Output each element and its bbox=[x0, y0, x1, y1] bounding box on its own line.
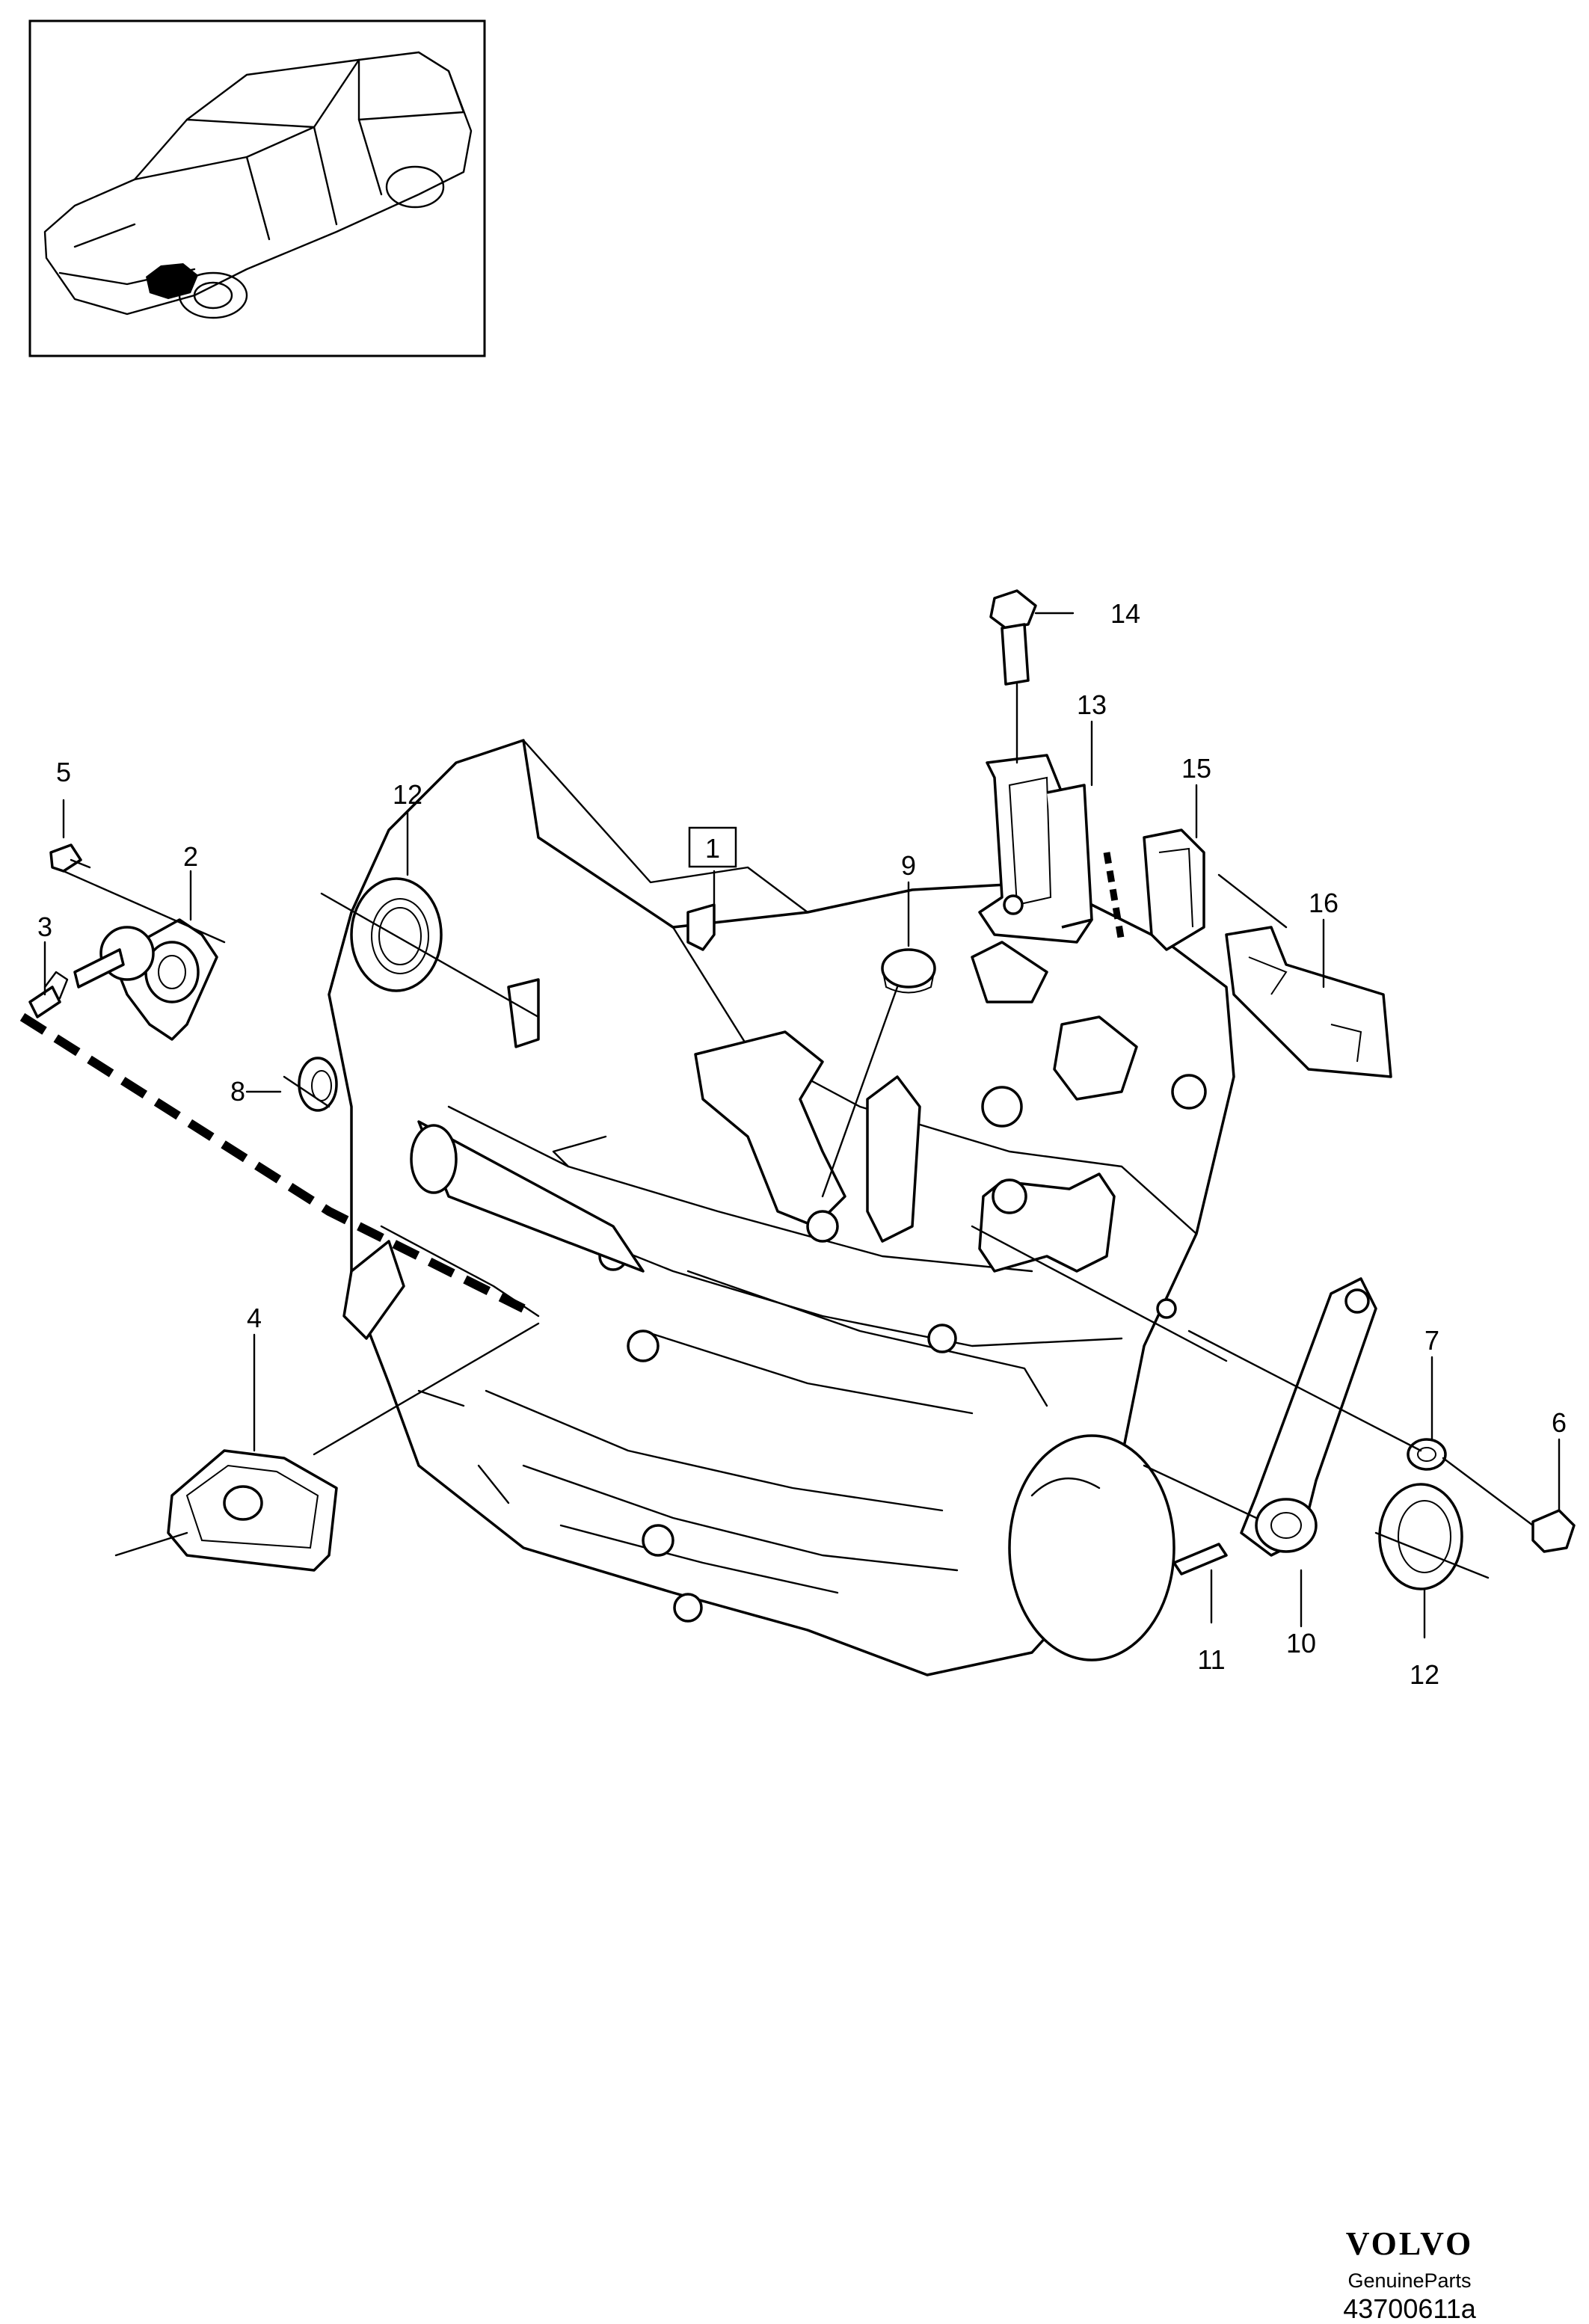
callout-6: 6 bbox=[1552, 1407, 1567, 1438]
callout-1-box bbox=[688, 826, 737, 868]
part-7-washer bbox=[1407, 1438, 1447, 1471]
gearbox-location-marker bbox=[146, 263, 198, 299]
callout-8: 8 bbox=[230, 1076, 245, 1107]
part-9-plug bbox=[881, 948, 936, 994]
part-13-bracket bbox=[978, 754, 1093, 944]
brand-tagline: GenuineParts bbox=[1347, 2269, 1472, 2292]
part-14-bolt bbox=[989, 589, 1037, 764]
part-6-plug bbox=[1531, 1509, 1576, 1553]
part-12-oil-seal-upper bbox=[350, 877, 443, 992]
callout-5: 5 bbox=[56, 757, 71, 787]
part-12-oil-seal-lower bbox=[1378, 1483, 1463, 1590]
volvo-logo: VOLVO bbox=[1345, 2225, 1474, 2262]
callout-2: 2 bbox=[183, 841, 198, 872]
part-11-pin bbox=[1172, 1543, 1228, 1576]
callout-4: 4 bbox=[247, 1303, 262, 1333]
car-outline-icon bbox=[43, 51, 473, 319]
callout-11: 11 bbox=[1197, 1644, 1225, 1675]
part-10-release-fork bbox=[1240, 1277, 1377, 1557]
hydraulic-line-dashed bbox=[19, 1012, 526, 1313]
callout-13: 13 bbox=[1077, 689, 1107, 720]
callout-12-lower: 12 bbox=[1410, 1659, 1439, 1690]
part-5-bolt bbox=[49, 843, 91, 873]
vehicle-overview-inset bbox=[28, 19, 486, 357]
part-15-clip bbox=[1103, 829, 1205, 951]
callout-10: 10 bbox=[1286, 1628, 1316, 1659]
leader-lines bbox=[43, 612, 1561, 1639]
transmission-housing bbox=[328, 739, 1235, 1676]
part-4-cover bbox=[167, 1449, 338, 1572]
callout-9: 9 bbox=[901, 850, 916, 881]
callout-15: 15 bbox=[1181, 753, 1211, 784]
callout-14: 14 bbox=[1110, 598, 1140, 629]
part-8-seal bbox=[298, 1057, 338, 1112]
part-2-release-bearing bbox=[73, 918, 218, 1041]
callout-7: 7 bbox=[1424, 1325, 1439, 1356]
callout-12-upper: 12 bbox=[393, 779, 422, 810]
callout-1: 1 bbox=[705, 833, 720, 864]
callout-16: 16 bbox=[1309, 888, 1338, 918]
callout-3: 3 bbox=[37, 912, 52, 942]
part-3-bleeder-screw bbox=[28, 971, 69, 1018]
diagram-code: 43700611a bbox=[1343, 2293, 1476, 2324]
part-16-bracket bbox=[1225, 926, 1392, 1078]
